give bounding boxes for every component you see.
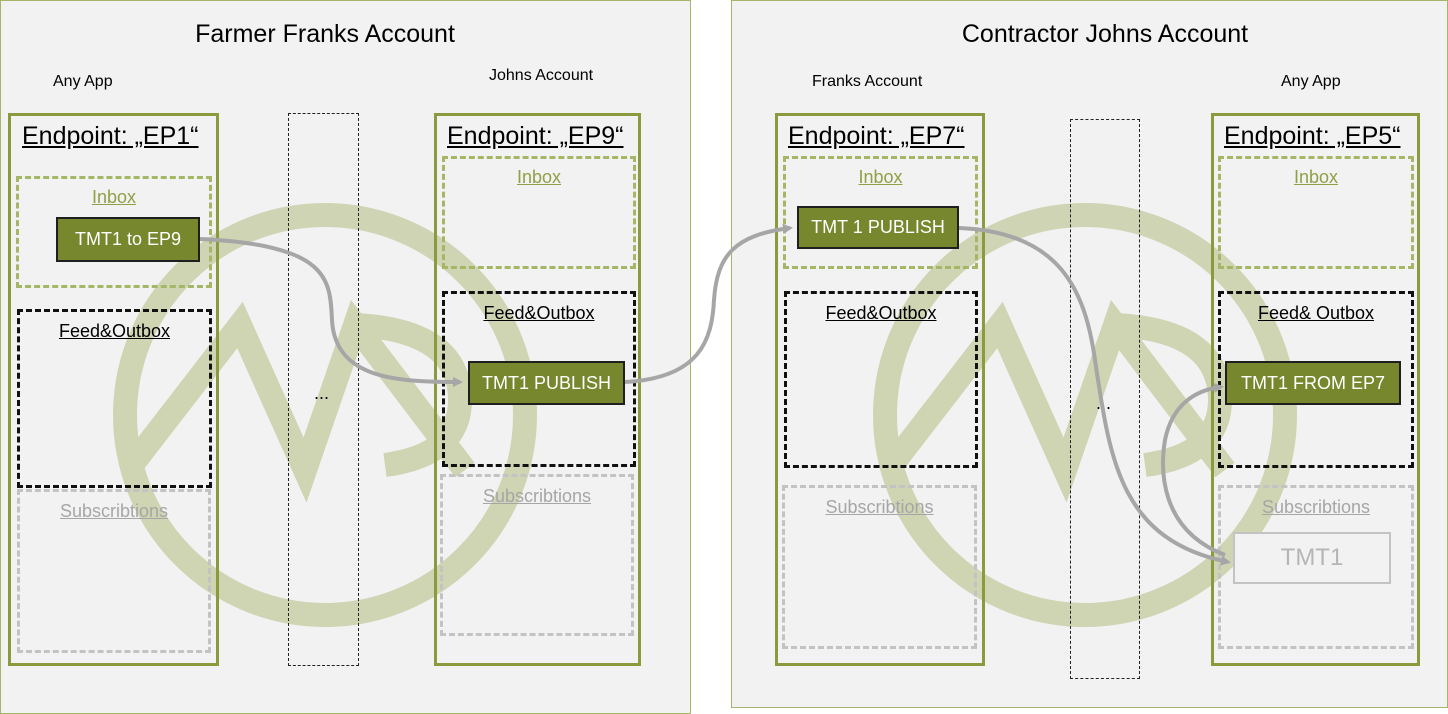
endpoint-ep1 [8, 113, 219, 666]
account-title-frank: Farmer Franks Account [195, 20, 455, 48]
endpoint-ep9 [434, 113, 641, 666]
arrow-subs-to-feed [1161, 382, 1226, 557]
label-johns-account: Johns Account [489, 67, 594, 84]
endpoint-ep7 [775, 113, 985, 666]
ep9-inbox-label: Inbox [516, 167, 562, 187]
ep7-feed-label: Feed&Outbox [825, 303, 937, 323]
ep1-subs-label: Subscribtions [59, 501, 169, 521]
ep5-inbox: Inbox [1218, 156, 1414, 269]
ep7-subscriptions: Subscribtions [782, 485, 977, 649]
arrow-ep9-to-ep7 [624, 223, 793, 384]
ep7-inbox-label: Inbox [858, 167, 903, 187]
message-tmt1-publish-ep9[interactable]: TMT1 PUBLISH [468, 361, 625, 405]
account-title-john: Contractor Johns Account [961, 20, 1249, 48]
ep7-feed-outbox: Feed&Outbox [784, 291, 978, 468]
ep9-subscriptions: Subscribtions [440, 474, 634, 636]
endpoint-ep5-title: Endpoint: „EP5“ [1224, 122, 1401, 150]
message-tmt1-publish-ep7[interactable]: TMT 1 PUBLISH [797, 206, 959, 249]
ep1-inbox: Inbox [16, 176, 212, 288]
ep9-inbox: Inbox [442, 156, 636, 269]
endpoint-ep7-title: Endpoint: „EP7“ [788, 122, 965, 150]
transport-gap-john [1070, 119, 1140, 679]
transport-gap-frank [288, 113, 359, 666]
ellipsis-frank: ... [314, 383, 330, 403]
label-franks-account: Franks Account [812, 73, 923, 90]
ep1-feed-outbox: Feed&Outbox [17, 309, 212, 488]
label-any-app-right: Any App [1281, 73, 1341, 90]
ep5-subscriptions: Subscribtions [1218, 485, 1414, 649]
account-panel-john [731, 0, 1448, 708]
message-tmt1-to-ep9[interactable]: TMT1 to EP9 [56, 217, 200, 262]
arrow-ep1-to-ep9 [199, 237, 463, 387]
ep9-feed-label: Feed&Outbox [483, 303, 595, 323]
ep1-feed-label: Feed&Outbox [58, 321, 171, 341]
ep5-feed-outbox: Feed& Outbox [1218, 291, 1414, 468]
label-any-app-left: Any App [53, 73, 113, 90]
endpoint-ep9-title: Endpoint: „EP9“ [447, 122, 624, 150]
ep5-inbox-label: Inbox [1293, 167, 1339, 187]
ep7-inbox: Inbox [783, 156, 978, 269]
message-tmt1-from-ep7[interactable]: TMT1 FROM EP7 [1225, 361, 1401, 405]
ep1-inbox-label: Inbox [91, 187, 137, 207]
ep7-subs-label: Subscribtions [825, 497, 934, 517]
watermark-logo-left-icon [113, 203, 537, 627]
subscription-tmt1[interactable]: TMT1 [1233, 532, 1391, 584]
ep9-feed-outbox: Feed&Outbox [442, 291, 636, 467]
ep1-subscriptions: Subscribtions [17, 489, 211, 653]
ep9-subs-label: Subscribtions [482, 486, 592, 506]
ep5-feed-label: Feed& Outbox [1257, 303, 1375, 323]
ep5-subs-label: Subscribtions [1261, 497, 1371, 517]
endpoint-ep1-title: Endpoint: „EP1“ [22, 122, 199, 150]
arrow-ep7-to-ep5-subs [958, 226, 1231, 566]
